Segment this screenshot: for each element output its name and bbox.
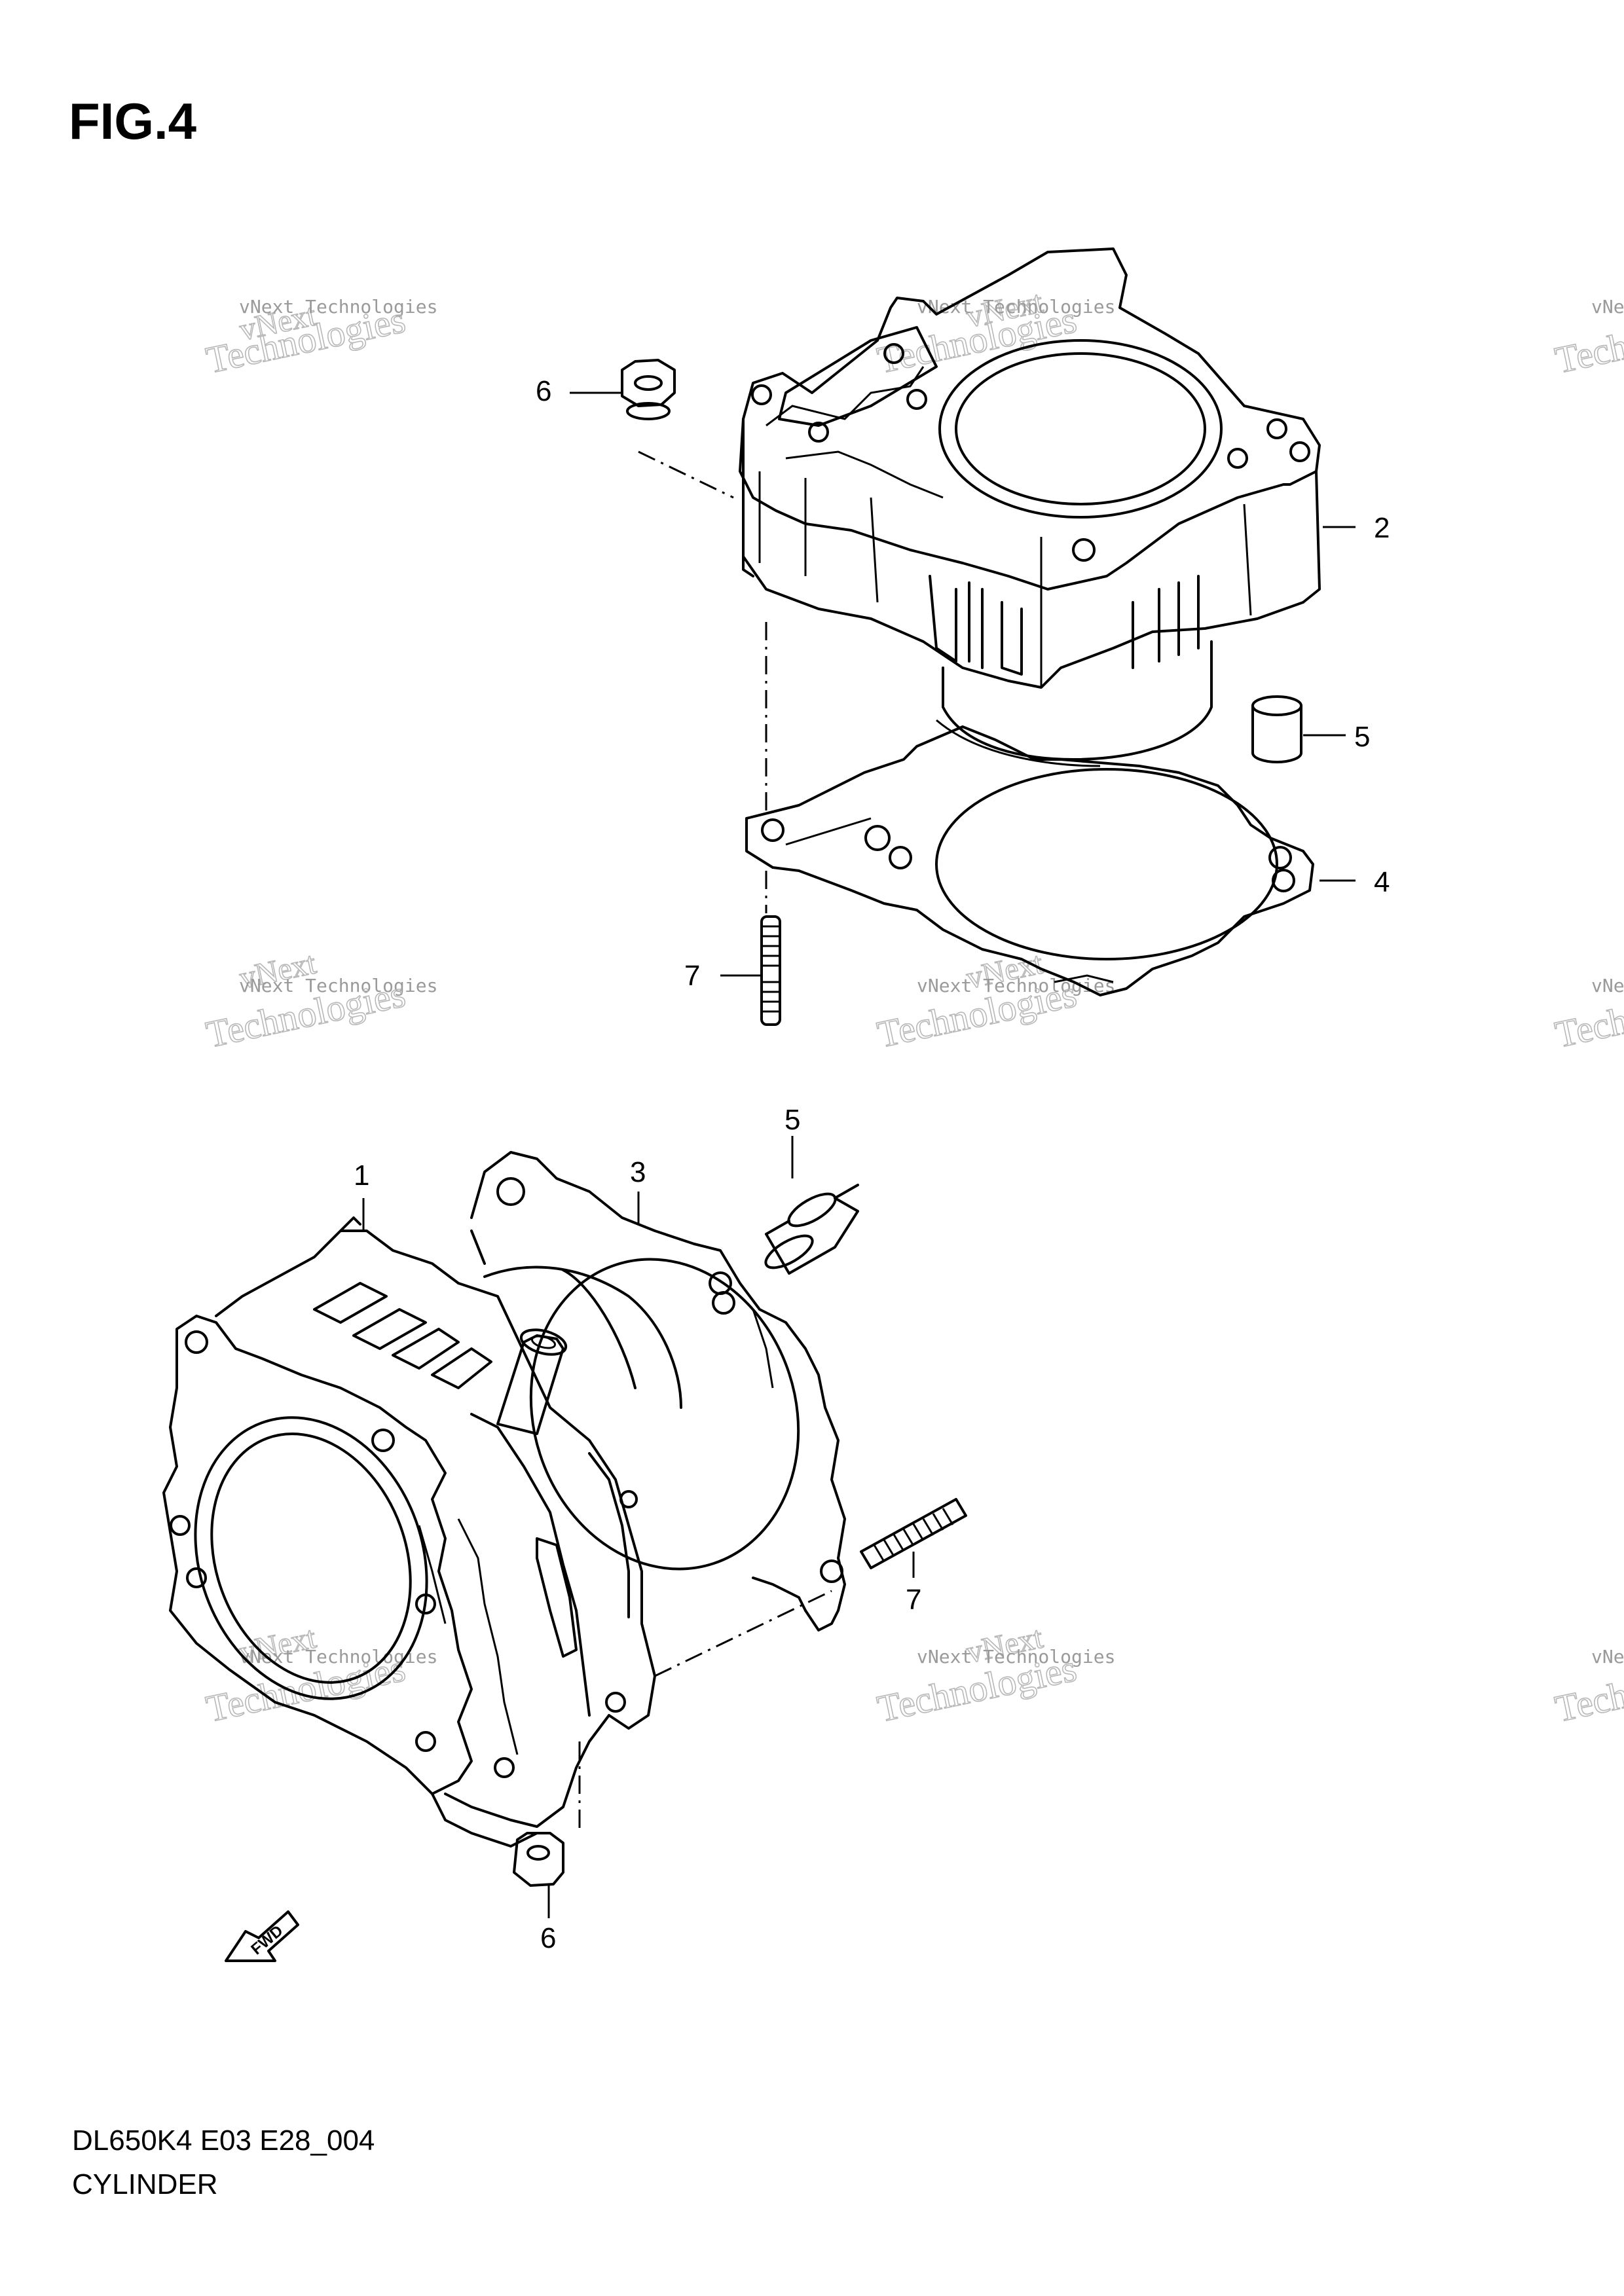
callouts: 1 2 3 4 5 5 6 6 7 7 (354, 375, 1390, 1954)
base-gasket-upper (745, 725, 1314, 996)
callout-2: 2 (1374, 512, 1390, 544)
centerline-nut-upper (638, 450, 734, 499)
callout-7-upper: 7 (684, 960, 700, 992)
fwd-arrow-icon: FWD (225, 1910, 299, 1962)
diagram-title: CYLINDER (72, 2168, 218, 2200)
watermark-3: vNext vNext Technologies Technologies (202, 945, 437, 1057)
cylinder-block-lower (162, 1216, 682, 1848)
base-gasket-lower (470, 1151, 846, 1631)
callout-3: 3 (630, 1156, 646, 1188)
callout-5-lower: 5 (784, 1104, 800, 1136)
fwd-label: FWD (248, 1922, 286, 1959)
watermark-6: vNext vNext Technologies Technologies (873, 1620, 1115, 1731)
watermark-edge: vNext Technologies Technologies vNext Te… (1551, 296, 1624, 1731)
stud-bolt-lower (860, 1498, 967, 1569)
svg-text:vNext Technologies: vNext Technologies (917, 1646, 1115, 1667)
callout-7-lower: 7 (906, 1584, 921, 1616)
callout-4: 4 (1374, 866, 1390, 898)
callout-6-upper: 6 (536, 375, 551, 407)
svg-text:vNext Technologies: vNext Technologies (239, 296, 437, 318)
dowel-pin-lower (764, 1184, 859, 1275)
callout-6-lower: 6 (540, 1922, 556, 1954)
diagram-code: DL650K4 E03 E28_004 (72, 2124, 375, 2157)
callout-5-upper: 5 (1354, 721, 1370, 753)
figure-label: FIG.4 (69, 92, 197, 150)
dowel-pin-upper (1251, 695, 1302, 763)
stud-bolt-upper (760, 915, 781, 1026)
svg-text:vNext Technologies: vNext Technologies (1591, 296, 1624, 318)
nut-lower (513, 1832, 564, 1887)
watermark-group: vNext vNext Technologies Technologies vN… (202, 284, 1624, 1731)
nut-upper (621, 359, 676, 420)
centerline-stud-lower (654, 1590, 832, 1677)
callout-1: 1 (354, 1159, 369, 1192)
watermark-4: vNext vNext Technologies Technologies (873, 945, 1115, 1057)
svg-text:vNext Technologies: vNext Technologies (239, 975, 437, 996)
svg-text:vNext Technologies: vNext Technologies (1591, 1646, 1624, 1667)
svg-text:vNext Technologies: vNext Technologies (1591, 975, 1624, 996)
watermark-1: vNext vNext Technologies Technologies (202, 296, 437, 382)
